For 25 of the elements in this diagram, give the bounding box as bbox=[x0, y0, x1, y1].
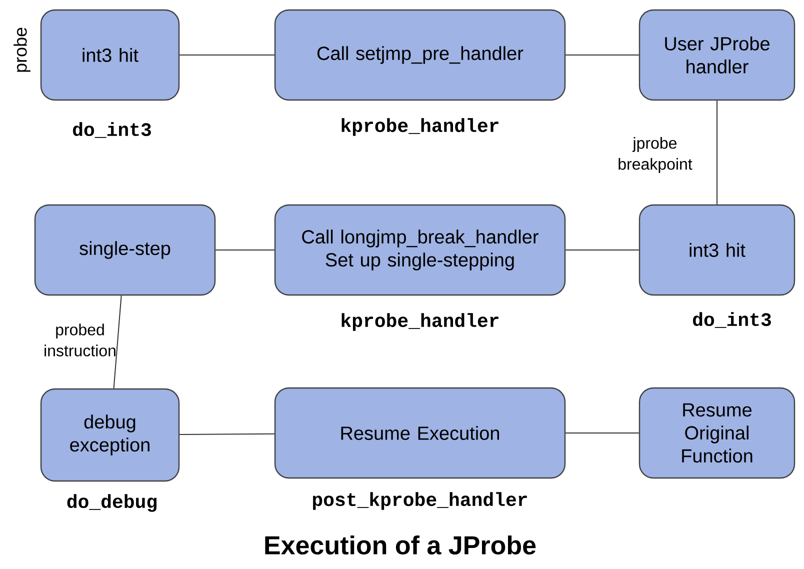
process-box: debug exception bbox=[40, 388, 180, 482]
function-name: do_int3 bbox=[693, 312, 771, 328]
process-box: int3 hit bbox=[638, 204, 796, 296]
function-name: post_kprobe_handler bbox=[313, 492, 527, 510]
process-box: Call longjmp_break_handler Set up single-stepping bbox=[274, 204, 566, 296]
function-name: kprobe_handler bbox=[342, 313, 498, 331]
edge-label: probed instruction bbox=[44, 324, 116, 356]
connector-line bbox=[565, 432, 640, 434]
connector-line bbox=[716, 100, 718, 205]
process-box: single-step bbox=[34, 204, 216, 296]
process-box: Call setjmp_pre_handler bbox=[274, 9, 566, 101]
connector-line bbox=[179, 433, 275, 436]
side-label: probe bbox=[14, 28, 30, 72]
function-name: do_debug bbox=[67, 494, 157, 512]
process-box: User JProbe handler bbox=[638, 9, 796, 101]
connector-line bbox=[113, 295, 122, 389]
process-box: Resume Original Function bbox=[638, 387, 796, 479]
connector-line bbox=[565, 54, 640, 56]
edge-label: jprobe breakpoint bbox=[618, 137, 692, 173]
function-name: do_int3 bbox=[73, 122, 151, 138]
title: Execution of a JProbe bbox=[265, 535, 536, 555]
function-name: kprobe_handler bbox=[342, 118, 498, 136]
process-box: Resume Execution bbox=[274, 387, 566, 479]
connector-line bbox=[179, 54, 275, 56]
process-box: int3 hit bbox=[40, 9, 180, 101]
